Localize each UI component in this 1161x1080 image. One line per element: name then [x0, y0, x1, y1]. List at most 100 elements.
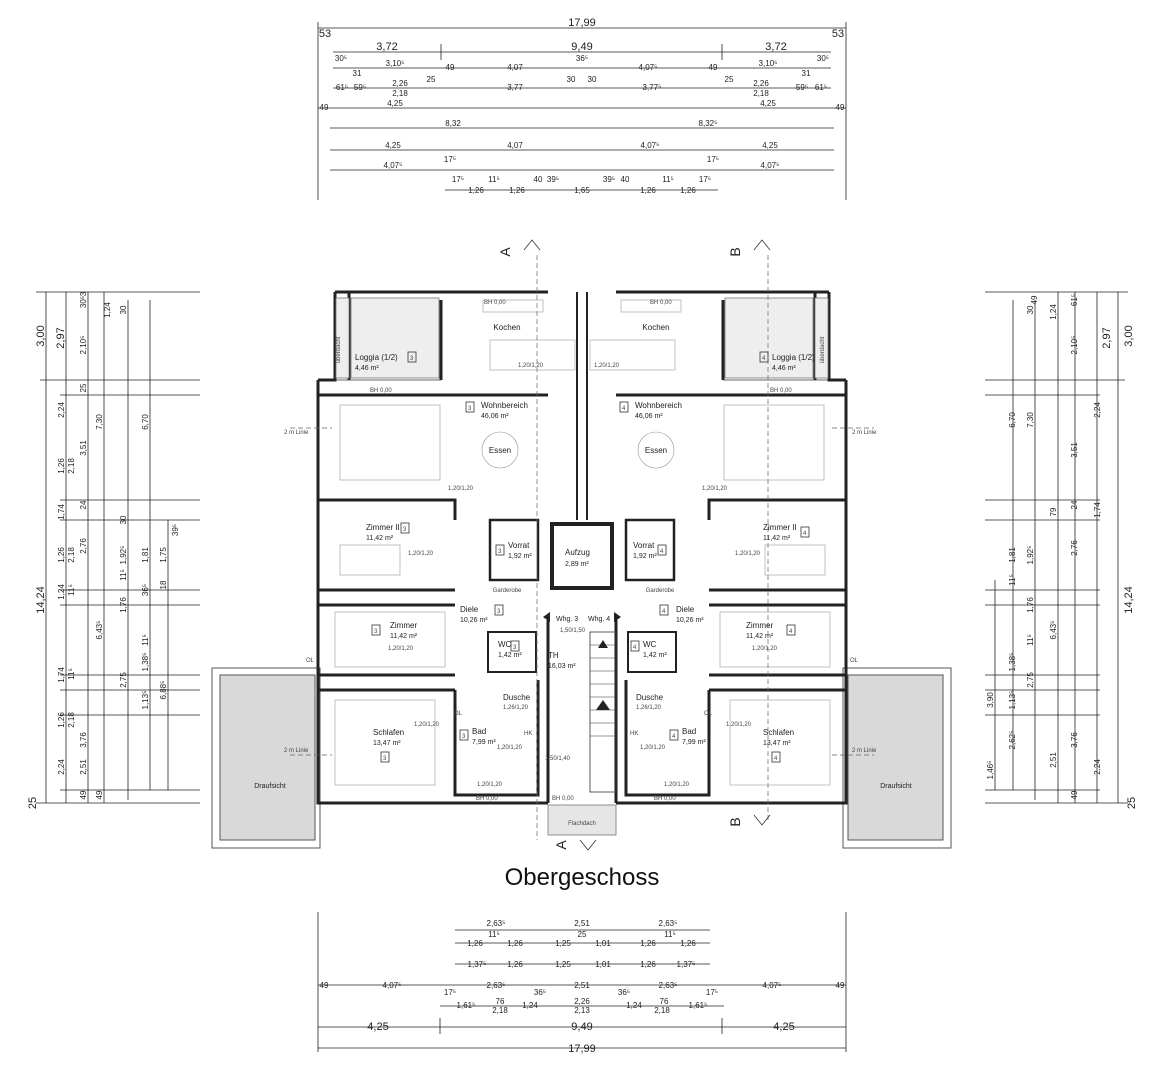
area-aufzug: 2,89 m² — [565, 561, 589, 568]
right-col1-9: 24 — [1070, 500, 1079, 509]
whg-right-arrow-icon — [614, 612, 621, 622]
unit-num-l7: 3 — [513, 645, 517, 651]
left-col1-13: 2,18 — [67, 547, 76, 563]
top-row5-1: 3,77 — [507, 83, 523, 92]
unit-num-l1: 3 — [410, 356, 414, 362]
ol-right-top: OL — [850, 658, 859, 664]
area-diele-right: 10,26 m² — [676, 617, 704, 624]
window-right-7: 1,20/1,20 — [664, 782, 690, 788]
area-schlafen-right: 13,47 m² — [763, 740, 791, 747]
bh-right-1: BH 0,00 — [650, 300, 672, 306]
bottom-row6-0: 1,61⁵ — [457, 1001, 476, 1010]
area-th: 16,03 m² — [548, 663, 576, 670]
top-row1-b: 9,49 — [571, 41, 592, 53]
left-col2-6: 1,75 — [159, 547, 168, 563]
bottom-row3-3: 1,01 — [595, 939, 611, 948]
top-row9-3: 4,07⁵ — [761, 161, 780, 170]
bottom-row7-1: 1,24 — [522, 1001, 538, 1010]
bottom-row8-0: 4,25 — [367, 1021, 388, 1033]
unit-num-l8: 3 — [462, 734, 466, 740]
left-col2-15: 2,75 — [119, 672, 128, 688]
bottom-row5-4: 36⁵ — [534, 988, 546, 997]
top-row10-7: 17⁵ — [699, 175, 711, 184]
right-col1-24: 1,46⁵ — [986, 761, 995, 780]
top-row6-1: 4,25 — [387, 99, 403, 108]
section-a-bottom-arrow-icon — [579, 839, 597, 851]
left-col1-15: 11⁵ — [67, 584, 76, 596]
garderobe-left: Garderobe — [493, 588, 522, 594]
ueberdacht-left: überdacht — [336, 336, 342, 363]
window-left-7: 1,20/1,20 — [477, 782, 503, 788]
room-zimmer2-left: Zimmer II — [366, 523, 400, 532]
left-edge: 25 — [27, 797, 39, 809]
bottom-row5-1: 4,07⁵ — [383, 981, 402, 990]
right-col1-10: 1,74 — [1093, 502, 1102, 518]
right-col1-11: 79 — [1049, 507, 1058, 516]
bottom-row4-4: 1,26 — [640, 960, 656, 969]
area-zimmer-right: 11,42 m² — [746, 633, 774, 640]
draufsicht-right-label: Draufsicht — [880, 783, 912, 790]
top-row3-4: 4,07⁵ — [639, 63, 658, 72]
bottom-row3-0: 1,26 — [467, 939, 483, 948]
room-zimmer2-right: Zimmer II — [763, 523, 797, 532]
bh-left-3: BH 0,00 — [476, 796, 498, 802]
window-right-1: 1,20/1,20 — [594, 363, 620, 369]
unit-box-right-wohn: 4 — [619, 401, 629, 413]
section-b-bottom-arrow-icon — [753, 814, 771, 826]
right-col1-labels: 49 61⁵ 1,24 2,10⁵ 30 6,70 7,30 2,24 3,51… — [986, 294, 1102, 800]
unit-num-r5: 4 — [662, 609, 666, 615]
two-m-linie-right-top: 2 m Linie — [852, 430, 877, 436]
right-top: 3,00 — [1123, 325, 1135, 346]
top-row4-0: 61⁵ — [336, 83, 348, 92]
room-bad-left: Bad — [472, 727, 486, 736]
unit-num-l9: 3 — [383, 756, 387, 762]
area-schlafen-left: 13,47 m² — [373, 740, 401, 747]
dusche-window-right: 1,26/1,20 — [636, 705, 662, 711]
window-right-2: 1,20/1,20 — [702, 486, 728, 492]
bottom-row7-0: 2,18 — [492, 1006, 508, 1015]
left-col1-20: 3,76 — [79, 732, 88, 748]
right-col1-20: 1,38⁵ — [1008, 653, 1017, 672]
right-col1-17: 1,76 — [1026, 597, 1035, 613]
top-edge-right: 53 — [832, 28, 844, 40]
left-col2-7: 1,92⁵ — [119, 546, 128, 565]
right-col1-18: 6,43⁵ — [1049, 621, 1058, 640]
left-col2-0: 30 — [119, 305, 128, 314]
core-labels: Aufzug 2,89 m² TH 16,03 m² Whg. 3 Whg. 4 — [543, 548, 621, 670]
top-row4-8: 59⁵ — [796, 83, 808, 92]
room-essen-left: Essen — [489, 446, 511, 455]
left-col2-3: 30 — [119, 515, 128, 524]
section-lines: A B B A 2 m Linie 2 m Linie 2 m Linie 2 … — [284, 239, 877, 851]
top-row9-2: 4,07⁵ — [384, 161, 403, 170]
left-col2-2: 6,70 — [141, 414, 150, 430]
section-a-bottom: A — [553, 840, 569, 850]
unit-box-left-schlafen: 3 — [380, 751, 390, 763]
unit-num-r8: 4 — [672, 734, 676, 740]
area-bad-left: 7,99 m² — [472, 739, 496, 746]
left-col2-labels: 30 7,30 6,70 30 1,81 39⁵ 1,75 1,92⁵ 11⁵ … — [95, 305, 180, 799]
left-col1-16: 1,74 — [57, 667, 66, 683]
room-dusche-right: Dusche — [636, 693, 664, 702]
unit-box-left-diele: 3 — [494, 604, 504, 616]
bottom-dimensions: 2,63⁵ 2,51 2,63⁵ 11⁵ 25 11⁵ 1,26 1,26 1,… — [317, 912, 847, 1055]
window-left-3: 1,20/1,20 — [408, 551, 434, 557]
garderobe-right: Garderobe — [646, 588, 675, 594]
section-b-bottom: B — [727, 817, 743, 826]
ueberdacht-right: überdacht — [820, 336, 826, 363]
unit-num-r2: 4 — [622, 406, 626, 412]
right-edge: 25 — [1126, 797, 1138, 809]
area-zimmer2-left: 11,42 m² — [366, 535, 394, 542]
room-loggia-left: Loggia (1/2) — [355, 353, 398, 362]
top-row7-0: 8,32 — [445, 119, 461, 128]
right-col1-27: 2,24 — [1093, 759, 1102, 775]
room-th: TH — [548, 651, 559, 660]
area-loggia-left: 4,46 m² — [355, 365, 379, 372]
top-row9-0: 17⁵ — [444, 155, 456, 164]
room-bad-right: Bad — [682, 727, 696, 736]
left-tick-lines — [40, 379, 200, 791]
right-col1-21: 2,75 — [1026, 672, 1035, 688]
section-a-top-arrow-icon — [523, 239, 541, 251]
unit-box-left-wc: 3 — [510, 640, 520, 652]
th-window-2: 1,50/1,40 — [545, 756, 571, 762]
room-kochen-left: Kochen — [493, 323, 520, 332]
